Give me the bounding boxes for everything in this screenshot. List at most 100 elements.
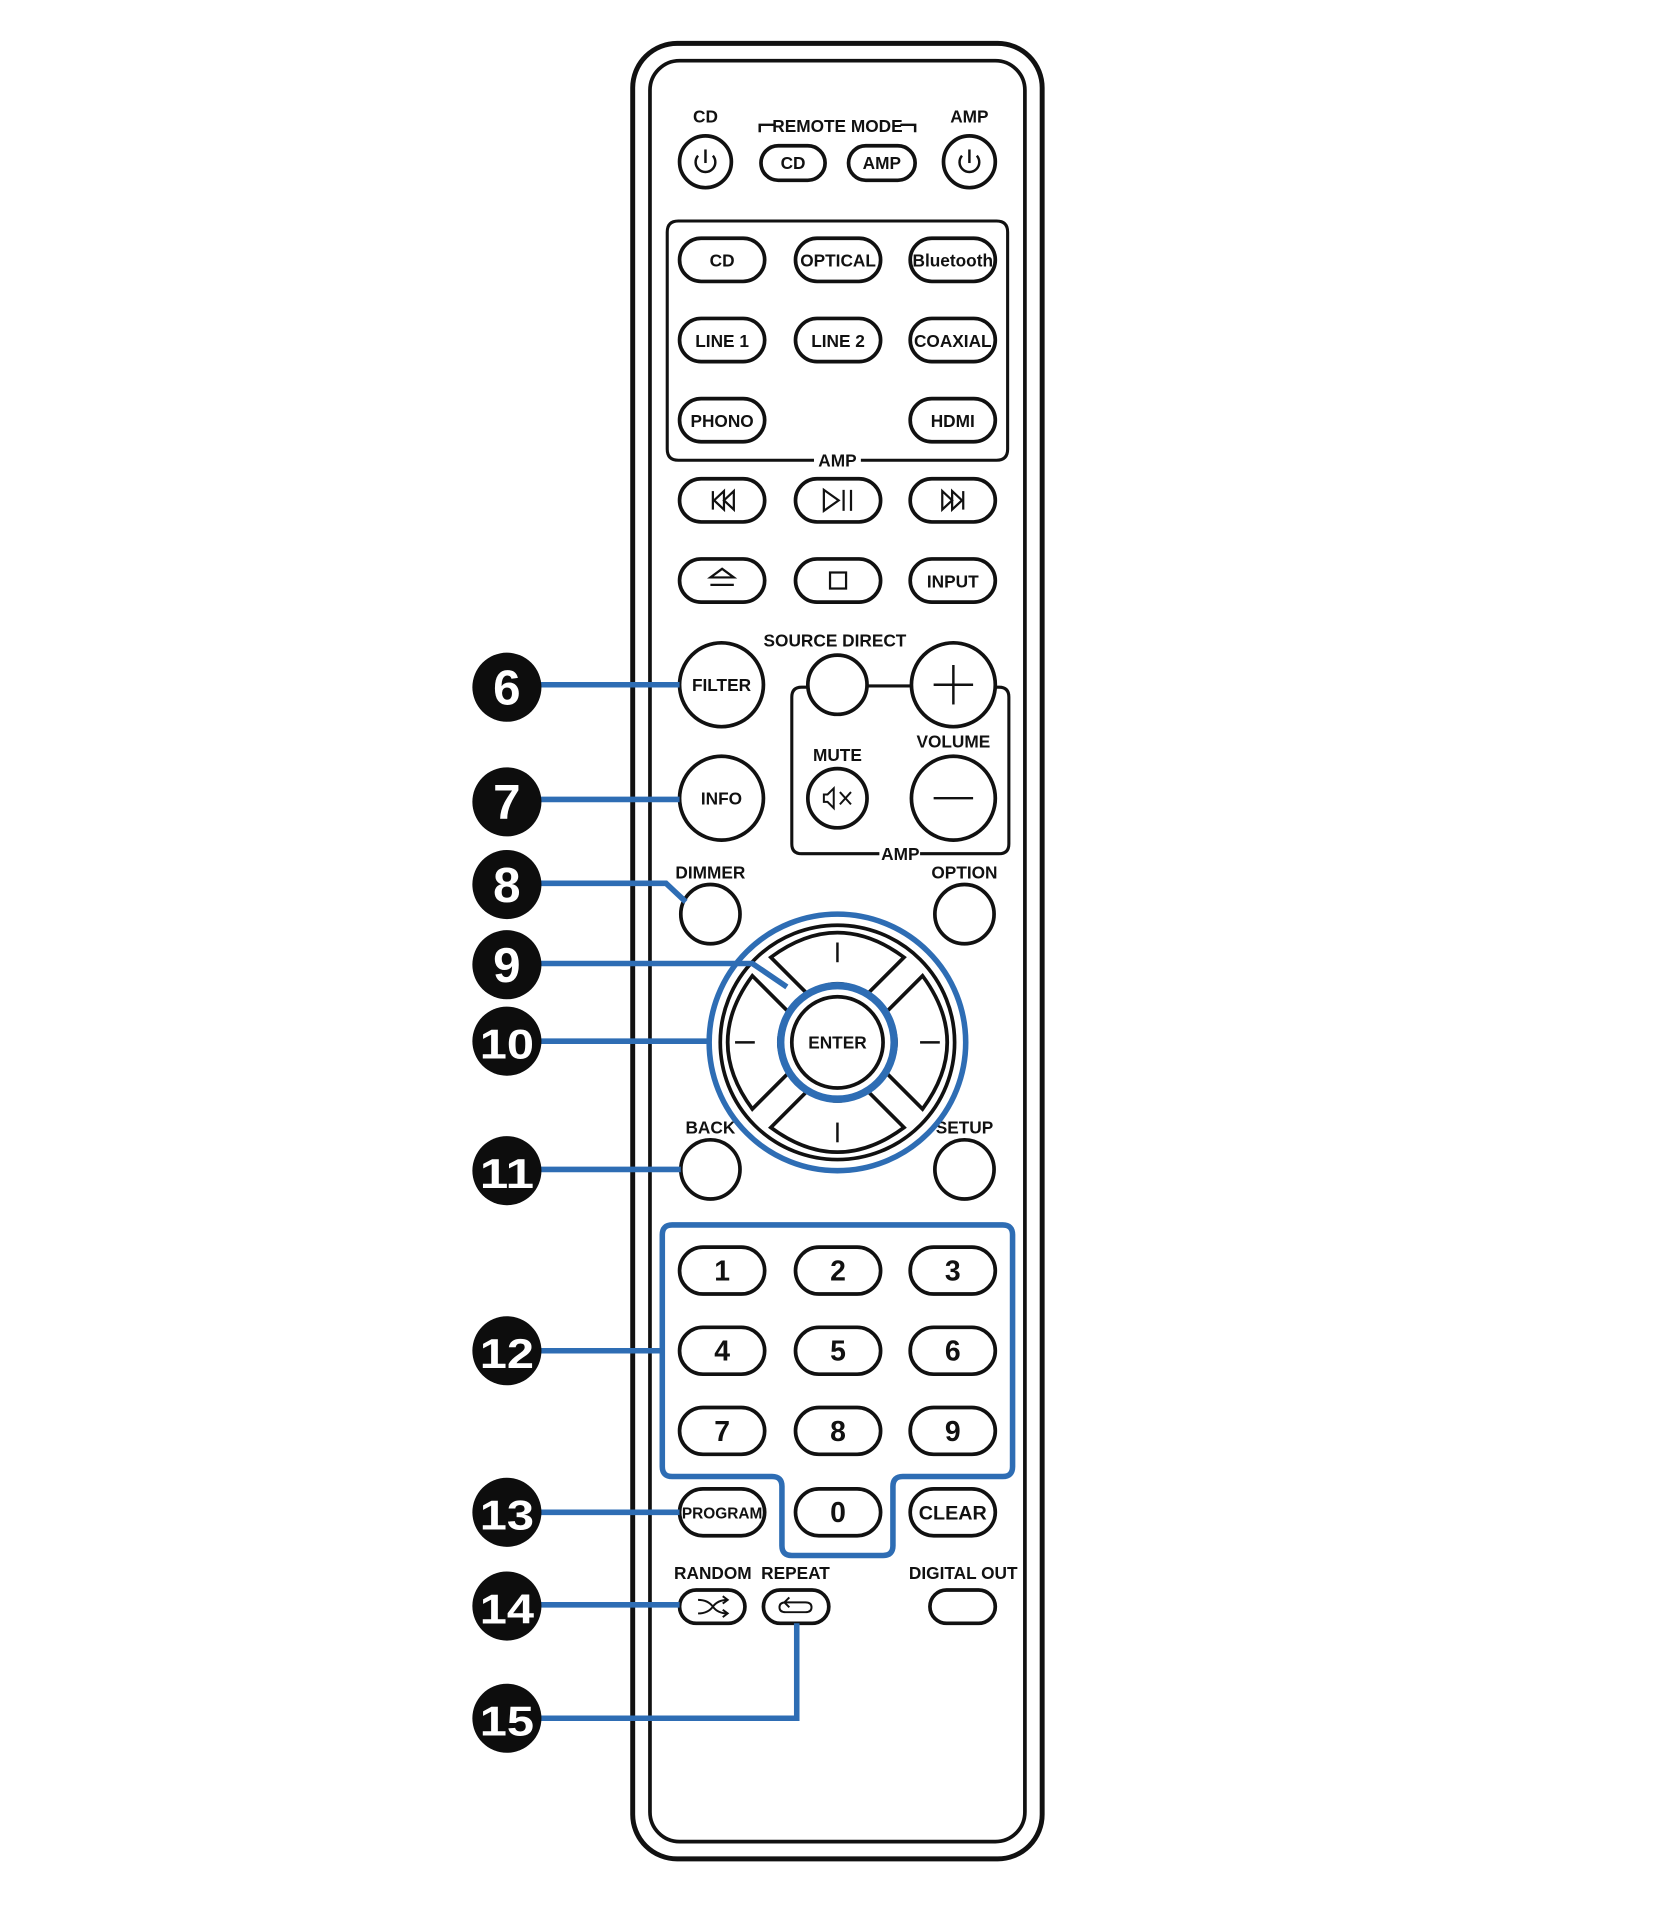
svg-text:2: 2 bbox=[830, 1255, 846, 1287]
callout-badge-8: 8 bbox=[472, 850, 542, 920]
cursor-pad: ENTER bbox=[718, 923, 957, 1162]
cd-power-button[interactable] bbox=[677, 134, 734, 190]
svg-text:OPTICAL: OPTICAL bbox=[800, 251, 876, 271]
svg-text:15: 15 bbox=[480, 1698, 534, 1745]
svg-text:5: 5 bbox=[830, 1336, 846, 1368]
callout-leader-lines bbox=[530, 681, 800, 1722]
svg-text:7: 7 bbox=[493, 775, 520, 830]
svg-text:Bluetooth: Bluetooth bbox=[913, 251, 993, 271]
callout-badge-6: 6 bbox=[472, 652, 542, 722]
source-phono-button[interactable]: PHONO bbox=[677, 396, 767, 444]
key-7[interactable]: 7 bbox=[677, 1405, 767, 1457]
cd-power-label: CD bbox=[693, 106, 718, 126]
callout-badge-13: 13 bbox=[472, 1477, 542, 1547]
source-group-frame bbox=[665, 219, 1010, 462]
volume-label: VOLUME bbox=[916, 732, 990, 752]
source-cd-button[interactable]: CD bbox=[677, 236, 767, 284]
key-3[interactable]: 3 bbox=[908, 1245, 998, 1296]
amp-volume-label: AMP bbox=[881, 844, 919, 864]
source-line1-button[interactable]: LINE 1 bbox=[677, 316, 767, 364]
volume-down-button[interactable] bbox=[909, 754, 998, 842]
remote-mode-label: REMOTE MODE bbox=[772, 116, 902, 136]
random-button[interactable] bbox=[677, 1588, 747, 1626]
mute-button[interactable] bbox=[805, 766, 869, 830]
info-button[interactable]: INFO bbox=[677, 754, 766, 842]
source-coaxial-button[interactable]: COAXIAL bbox=[908, 316, 998, 364]
callout-badge-14: 14 bbox=[472, 1571, 542, 1641]
remote-mode-amp-button[interactable]: AMP bbox=[846, 143, 917, 183]
svg-text:ENTER: ENTER bbox=[808, 1033, 867, 1053]
source-line2-button[interactable]: LINE 2 bbox=[793, 316, 883, 364]
source-group-label: AMP bbox=[818, 450, 856, 470]
key-6[interactable]: 6 bbox=[908, 1325, 998, 1377]
dimmer-button[interactable] bbox=[678, 882, 742, 946]
enter-button[interactable]: ENTER bbox=[789, 994, 885, 1090]
svg-text:PROGRAM: PROGRAM bbox=[682, 1505, 762, 1522]
remote-mode-cd-button[interactable]: CD bbox=[759, 143, 827, 183]
svg-text:7: 7 bbox=[714, 1416, 730, 1448]
digital-out-button[interactable] bbox=[928, 1588, 998, 1626]
key-4[interactable]: 4 bbox=[677, 1325, 767, 1377]
source-bluetooth-button[interactable]: Bluetooth bbox=[908, 236, 998, 284]
mute-label: MUTE bbox=[813, 745, 862, 765]
repeat-button[interactable] bbox=[761, 1588, 831, 1626]
key-5[interactable]: 5 bbox=[793, 1325, 883, 1377]
option-button[interactable] bbox=[933, 882, 996, 946]
amp-power-label: AMP bbox=[950, 106, 988, 126]
key-0[interactable]: 0 bbox=[793, 1487, 883, 1538]
svg-text:PHONO: PHONO bbox=[690, 411, 753, 431]
svg-text:14: 14 bbox=[480, 1585, 535, 1632]
source-direct-label: SOURCE DIRECT bbox=[764, 631, 907, 651]
back-button[interactable] bbox=[678, 1137, 742, 1201]
clear-button[interactable]: CLEAR bbox=[908, 1487, 998, 1538]
power-icon bbox=[958, 149, 981, 174]
svg-text:1: 1 bbox=[714, 1255, 730, 1287]
svg-text:8: 8 bbox=[830, 1416, 846, 1448]
svg-text:9: 9 bbox=[945, 1416, 961, 1448]
next-button[interactable] bbox=[908, 476, 998, 524]
svg-text:INPUT: INPUT bbox=[927, 571, 979, 591]
amp-volume-frame bbox=[790, 684, 1011, 856]
repeat-icon bbox=[778, 1596, 813, 1614]
key-2[interactable]: 2 bbox=[793, 1245, 883, 1296]
svg-text:8: 8 bbox=[493, 858, 520, 913]
filter-button[interactable]: FILTER bbox=[677, 640, 766, 729]
key-1[interactable]: 1 bbox=[677, 1245, 767, 1296]
previous-button[interactable] bbox=[677, 476, 767, 524]
skip-back-icon bbox=[711, 488, 735, 513]
source-hdmi-button[interactable]: HDMI bbox=[908, 396, 998, 444]
repeat-label: REPEAT bbox=[761, 1563, 830, 1583]
program-button[interactable]: PROGRAM bbox=[677, 1487, 767, 1538]
callout-badge-15: 15 bbox=[472, 1683, 542, 1753]
stop-button[interactable] bbox=[793, 557, 883, 604]
key-8[interactable]: 8 bbox=[793, 1405, 883, 1457]
source-direct-button[interactable] bbox=[805, 653, 869, 717]
callout-badge-7: 7 bbox=[472, 767, 542, 837]
svg-text:10: 10 bbox=[480, 1020, 534, 1067]
input-button[interactable]: INPUT bbox=[908, 557, 998, 604]
volume-up-button[interactable] bbox=[909, 640, 998, 729]
callout-badge-11: 11 bbox=[472, 1136, 542, 1206]
svg-text:6: 6 bbox=[945, 1336, 961, 1368]
remote-mode-bracket bbox=[758, 123, 917, 133]
amp-power-button[interactable] bbox=[941, 134, 998, 190]
stop-icon bbox=[828, 571, 848, 590]
svg-text:13: 13 bbox=[480, 1492, 534, 1539]
svg-text:CD: CD bbox=[710, 251, 735, 271]
skip-forward-icon bbox=[941, 488, 965, 513]
mute-icon bbox=[822, 785, 852, 811]
callout-badge-9: 9 bbox=[472, 930, 542, 1000]
svg-text:AMP: AMP bbox=[863, 153, 901, 173]
key-9[interactable]: 9 bbox=[908, 1405, 998, 1457]
plus-icon bbox=[933, 665, 974, 705]
eject-button[interactable] bbox=[677, 557, 767, 604]
setup-button[interactable] bbox=[933, 1137, 996, 1201]
svg-text:LINE 1: LINE 1 bbox=[695, 331, 749, 351]
svg-text:6: 6 bbox=[493, 660, 520, 715]
play-pause-button[interactable] bbox=[793, 476, 883, 524]
svg-text:FILTER: FILTER bbox=[692, 675, 752, 695]
source-optical-button[interactable]: OPTICAL bbox=[793, 236, 883, 284]
callout-badge-12: 12 bbox=[472, 1316, 542, 1386]
random-label: RANDOM bbox=[674, 1563, 752, 1583]
